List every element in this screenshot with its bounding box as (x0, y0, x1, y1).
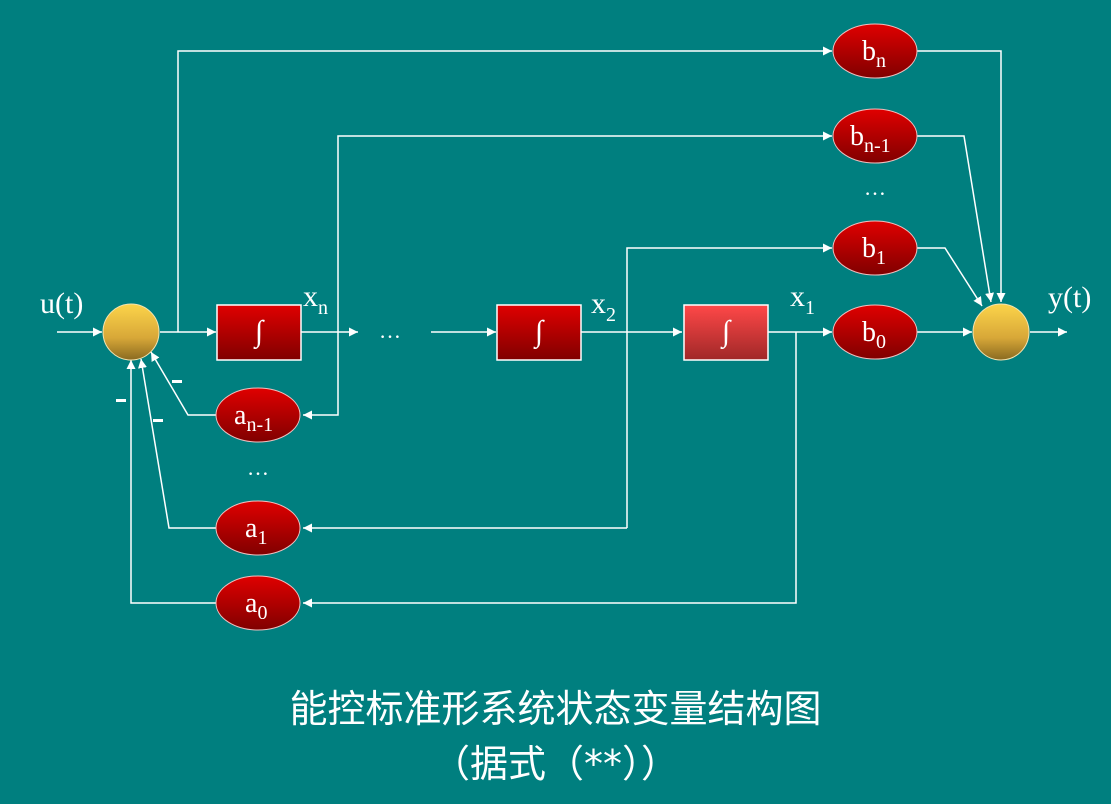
gain-b0: b0 (832, 304, 918, 360)
x2-label: x2 (591, 287, 616, 326)
chain-ellipsis: … (379, 318, 401, 343)
caption-subtitle: （据式（**）） (431, 742, 679, 786)
integrator-2: ∫ (496, 304, 582, 361)
integrator-1: ∫ (683, 304, 769, 361)
xn-label: xn (303, 280, 328, 319)
feedforward-bn-line (177, 46, 832, 332)
feedforward-ellipsis: … (864, 175, 886, 200)
gain-a0: a0 (215, 575, 301, 631)
feedback-a0-line (303, 332, 797, 608)
minus-sign-a1 (153, 419, 163, 422)
b1-to-output-summer (917, 247, 983, 307)
svg-text:a1: a1 (245, 513, 267, 549)
gain-a1: a1 (215, 500, 301, 556)
svg-text:a0: a0 (245, 588, 267, 624)
integrator-n: ∫ (216, 304, 302, 361)
output-label: y(t) (1048, 281, 1091, 314)
feedback-an1-line (303, 332, 339, 420)
gain-an-1: an-1 (215, 387, 301, 443)
a0-to-summer (126, 360, 216, 604)
svg-text:b0: b0 (862, 317, 886, 353)
gain-bn-1: bn-1 (832, 108, 918, 164)
bn1-to-output-summer (917, 135, 994, 303)
feedforward-bn1-line (337, 131, 832, 332)
integral-symbol: ∫ (533, 315, 545, 350)
svg-text:b1: b1 (862, 233, 886, 269)
a1-to-summer (138, 358, 216, 529)
x1-label: x1 (790, 280, 815, 319)
output-summing-junction (972, 303, 1030, 361)
svg-text:bn: bn (862, 36, 886, 72)
gain-b1: b1 (832, 220, 918, 276)
input-label: u(t) (40, 287, 83, 320)
minus-sign-a0 (116, 399, 126, 402)
an1-to-summer (150, 351, 216, 416)
signal-lines (57, 46, 1067, 608)
gain-bn: bn (832, 23, 918, 79)
svg-text:bn-1: bn-1 (850, 121, 891, 157)
caption-title: 能控标准形系统状态变量结构图 (289, 687, 822, 731)
bn-to-output-summer (917, 50, 1006, 302)
feedforward-b1-line (626, 243, 832, 528)
integral-symbol: ∫ (720, 315, 732, 350)
feedback-ellipsis: … (247, 455, 269, 480)
svg-text:an-1: an-1 (234, 400, 273, 436)
minus-sign-an1 (172, 380, 182, 383)
input-summing-junction (102, 303, 160, 361)
integral-symbol: ∫ (253, 315, 265, 350)
